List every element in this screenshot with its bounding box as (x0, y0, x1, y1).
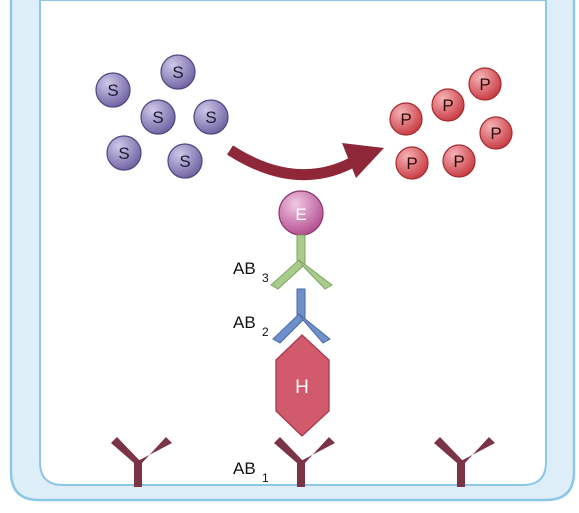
capture-antibody (434, 437, 495, 487)
antibody-ab2 (272, 288, 331, 344)
substrate-label: S (107, 81, 118, 100)
product-molecule: P (468, 67, 502, 101)
ab2-label: AB 2 (233, 313, 269, 339)
ab3-label: AB 3 (233, 259, 269, 285)
well-outline (9, 0, 576, 502)
product-label: P (400, 110, 411, 129)
ab1-label-base: AB (233, 459, 256, 478)
product-label: P (479, 75, 490, 94)
product-label: P (490, 124, 501, 143)
substrate-label: S (118, 144, 129, 163)
substrate-molecule: S (106, 135, 142, 171)
product-group: P P P P P P (389, 67, 513, 180)
ab2-label-sub: 2 (262, 325, 269, 339)
ab3-label-sub: 3 (262, 271, 269, 285)
ab1-label-sub: 1 (262, 471, 269, 485)
hormone-label: H (295, 377, 309, 398)
product-molecule: P (389, 102, 423, 136)
antibody-ab3 (270, 234, 333, 290)
substrate-molecule: S (160, 54, 196, 90)
ab1-label: AB 1 (233, 459, 269, 485)
substrate-molecule: S (193, 99, 229, 135)
substrate-molecule: S (140, 99, 176, 135)
product-molecule: P (431, 88, 465, 122)
substrate-label: S (205, 108, 216, 127)
product-label: P (442, 96, 453, 115)
substrate-label: S (152, 108, 163, 127)
product-label: P (453, 152, 464, 171)
conversion-arrow (227, 143, 384, 181)
capture-antibody (274, 437, 335, 487)
substrate-label: S (179, 152, 190, 171)
product-molecule: P (442, 144, 476, 178)
ab2-label-base: AB (233, 313, 256, 332)
ab3-label-base: AB (233, 259, 256, 278)
substrate-molecule: S (95, 72, 131, 108)
product-molecule: P (479, 116, 513, 150)
capture-antibody (111, 437, 172, 487)
substrate-group: S S S S S S (95, 54, 229, 179)
substrate-molecule: S (167, 143, 203, 179)
enzyme: E (278, 190, 324, 236)
substrate-label: S (172, 63, 183, 82)
product-molecule: P (395, 146, 429, 180)
hormone-antigen: H (275, 334, 330, 437)
enzyme-label: E (295, 205, 306, 224)
product-label: P (406, 154, 417, 173)
